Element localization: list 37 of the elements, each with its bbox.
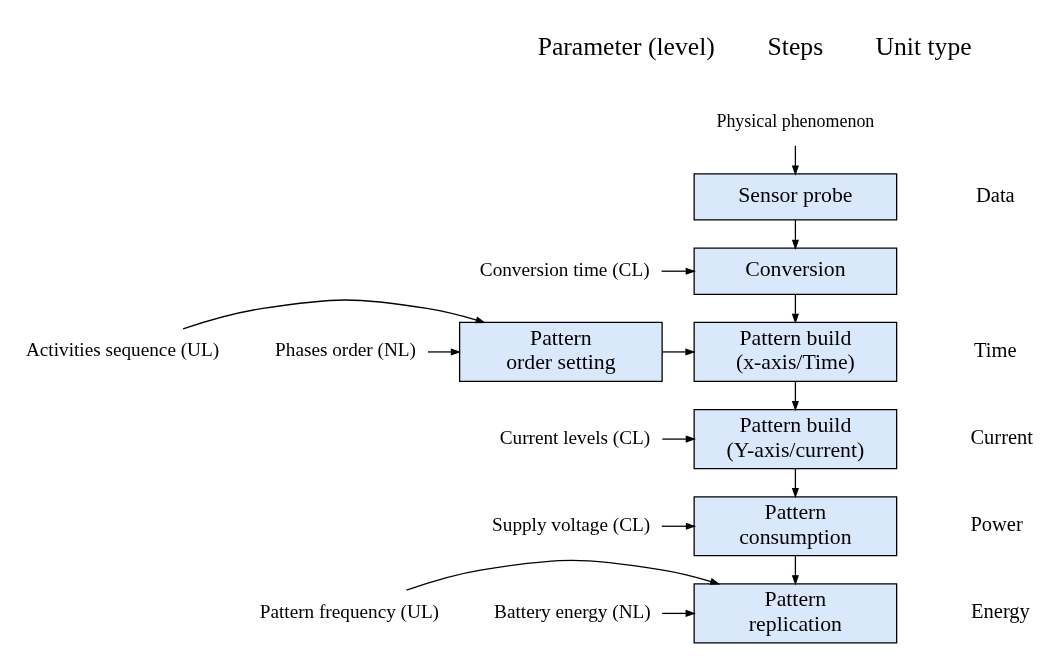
- node-text: Pattern frequency (UL): [259, 600, 440, 622]
- label: Power: [970, 513, 1023, 536]
- arrow: [791, 468, 799, 499]
- node-text: Supply voltage (CL): [492, 513, 651, 535]
- arrow: [661, 348, 696, 356]
- node-box: Conversion: [693, 247, 898, 295]
- node-text: Activities sequence (UL): [25, 339, 220, 361]
- arrow: [791, 294, 799, 324]
- node-text: Battery energy (NL): [494, 600, 651, 622]
- node-text: Current levels (CL): [499, 426, 651, 448]
- label: Unit type: [875, 31, 972, 61]
- node-text: Conversion time (CL): [479, 258, 650, 280]
- node-box: Sensor probe: [693, 173, 898, 221]
- arrow: [660, 267, 696, 275]
- node-box: Pattern order setting: [458, 321, 663, 383]
- arrow: [661, 522, 697, 530]
- label: Parameter (level): [537, 31, 715, 61]
- label: Data: [975, 183, 1015, 206]
- node-box: Pattern consumption: [693, 496, 898, 557]
- arrow: [427, 348, 462, 356]
- arrow: [405, 559, 721, 591]
- label: Energy: [971, 600, 1030, 623]
- arrow: [791, 381, 799, 412]
- node-text: Phases order (NL): [275, 339, 416, 361]
- arrow: [661, 435, 696, 443]
- label: Time: [974, 338, 1017, 361]
- arrow: [661, 609, 696, 617]
- label: Current: [970, 425, 1034, 448]
- node-text: Physical phenomenon: [716, 111, 875, 132]
- arrow: [791, 219, 799, 251]
- node-box: Pattern build (Y-axis/current): [693, 409, 898, 470]
- arrow: [182, 299, 486, 330]
- node-box: Pattern build (x-axis/Time): [693, 321, 898, 383]
- arrow: [791, 555, 799, 586]
- label: Steps: [767, 31, 824, 61]
- arrow: [791, 145, 799, 176]
- node-box: Pattern replication: [693, 583, 898, 644]
